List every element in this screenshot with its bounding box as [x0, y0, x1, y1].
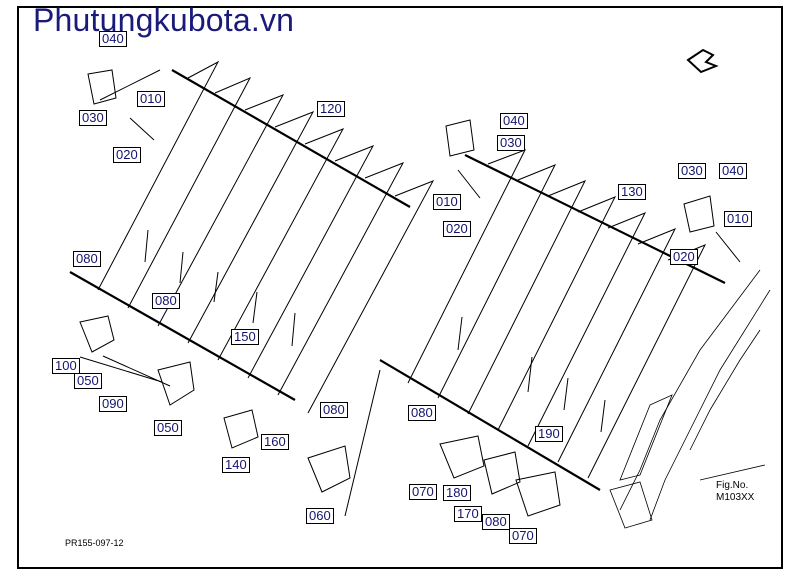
- callout-040: 040: [719, 163, 747, 179]
- callout-030: 030: [79, 110, 107, 126]
- callout-180: 180: [443, 485, 471, 501]
- callout-060: 060: [306, 508, 334, 524]
- callout-050: 050: [154, 420, 182, 436]
- callout-140: 140: [222, 457, 250, 473]
- callout-150: 150: [231, 329, 259, 345]
- footer-code: PR155-097-12: [65, 538, 124, 548]
- leader-line: [344, 369, 381, 517]
- figure-label: Fig.No.: [716, 480, 749, 491]
- callout-010: 010: [433, 194, 461, 210]
- callout-030: 030: [497, 135, 525, 151]
- right-reel-wires: [407, 149, 707, 479]
- callout-040: 040: [500, 113, 528, 129]
- callout-120: 120: [317, 101, 345, 117]
- callout-080: 080: [152, 293, 180, 309]
- watermark: Phutungkubota.vn: [33, 2, 295, 38]
- callout-160: 160: [261, 434, 289, 450]
- direction-arrow-icon: [686, 48, 719, 74]
- callout-040: 040: [99, 31, 127, 47]
- bearing-brackets: [87, 69, 741, 263]
- callout-010: 010: [724, 211, 752, 227]
- shaft-120: [171, 69, 411, 208]
- callout-170: 170: [454, 506, 482, 522]
- leader-line: [99, 69, 161, 101]
- callout-080: 080: [482, 514, 510, 530]
- lower-bar-left: [69, 271, 296, 401]
- left-reel-wires: [97, 60, 435, 414]
- figure-number: Fig.No. M103XX: [716, 480, 754, 504]
- callout-080: 080: [320, 402, 348, 418]
- callout-030: 030: [678, 163, 706, 179]
- callout-070: 070: [409, 484, 437, 500]
- callout-190: 190: [535, 426, 563, 442]
- left-brackets: [79, 315, 351, 493]
- callout-100: 100: [52, 358, 80, 374]
- right-brackets: [439, 435, 561, 517]
- left-fingers: [144, 229, 296, 347]
- drawing-frame: [17, 6, 783, 569]
- callout-050: 050: [74, 373, 102, 389]
- lower-bar-right: [379, 359, 601, 491]
- callout-020: 020: [670, 249, 698, 265]
- callout-020: 020: [443, 221, 471, 237]
- callout-090: 090: [99, 396, 127, 412]
- figure-code: M103XX: [716, 492, 755, 503]
- callout-020: 020: [113, 147, 141, 163]
- callout-010: 010: [137, 91, 165, 107]
- callout-080: 080: [73, 251, 101, 267]
- callout-080: 080: [408, 405, 436, 421]
- callout-130: 130: [618, 184, 646, 200]
- callout-070: 070: [509, 528, 537, 544]
- machine-frame: [609, 269, 771, 529]
- right-fingers: [457, 316, 606, 433]
